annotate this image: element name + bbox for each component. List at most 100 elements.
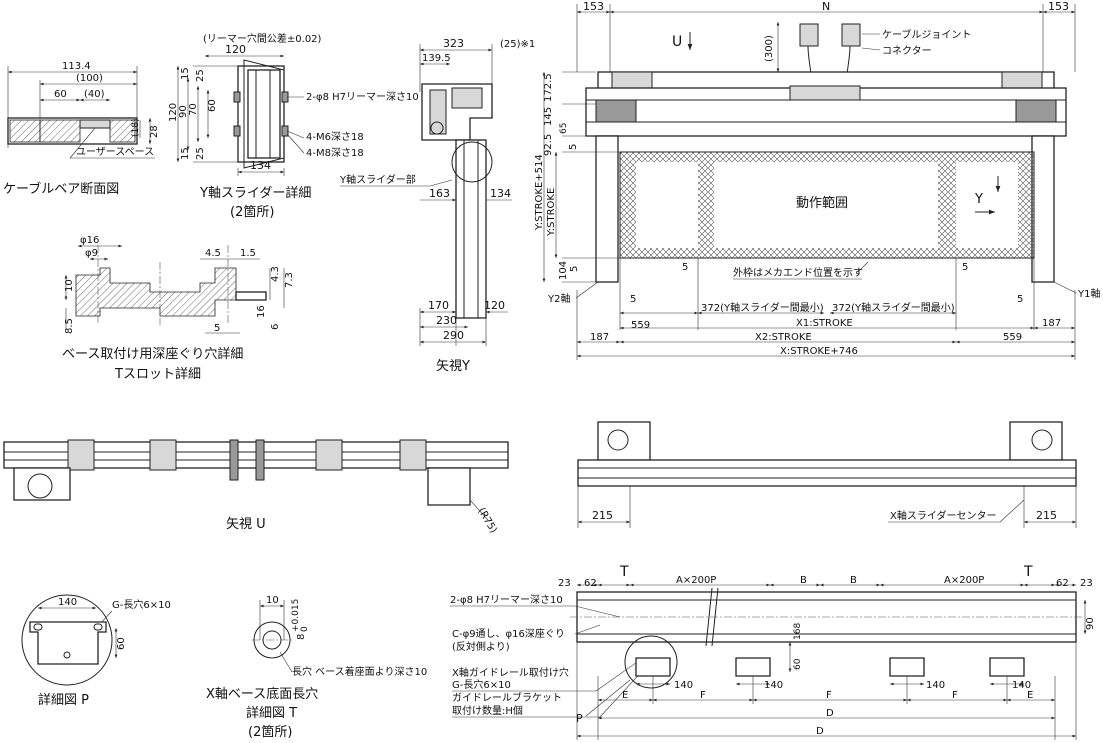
arrow-y: Y	[974, 192, 983, 207]
dim-145: 145	[543, 107, 554, 126]
detail-t-tol-zero: 0	[300, 626, 310, 632]
dim-300: (300)	[764, 35, 775, 62]
d9-label: φ9	[85, 248, 98, 259]
guide-rail-note-1: X軸ガイドレール取付け穴	[452, 666, 569, 679]
dim-120-side: 120	[168, 103, 179, 122]
detail-p-callout-circle	[624, 635, 678, 689]
view-y-title: 矢視Y	[436, 359, 470, 374]
arrow-u: U	[672, 34, 682, 50]
tslot-section	[75, 267, 237, 317]
dim-4-3: 4.3	[270, 266, 281, 282]
view-u: (R75) 矢視 U	[3, 439, 509, 535]
dim-D1: D	[826, 708, 834, 719]
detail-p-dim-140: 140	[58, 597, 77, 608]
view-u-title: 矢視 U	[226, 517, 266, 532]
detail-t-slot-note: 長穴 ベース着座面より深さ10	[292, 665, 427, 678]
dim-559-left: 559	[631, 320, 650, 331]
front-x-base	[577, 459, 1077, 487]
detail-p-dim-60: 60	[116, 637, 127, 650]
a200-left: A×200P	[676, 575, 716, 586]
dim-8-5: 8.5	[64, 318, 75, 334]
dim-187-left: 187	[590, 332, 609, 343]
y2-axis-column	[595, 135, 619, 283]
dim-140-4: 140	[1012, 680, 1031, 691]
dim-60: 60	[54, 89, 67, 100]
dim-15b: 15	[180, 147, 191, 160]
counterbore-title: ベース取付け用深座ぐり穴詳細	[62, 346, 243, 362]
detail-t-dim-8: 8	[296, 634, 307, 640]
reamer-note-bottom: 2-φ8 H7リーマー深さ10	[450, 594, 563, 606]
dim-168-bottom: 168	[793, 623, 803, 640]
dim-5c: 5	[682, 262, 688, 273]
dim-120-vy: 120	[484, 299, 505, 312]
dim-F2: F	[826, 690, 832, 701]
dim-23-left: 23	[558, 578, 571, 589]
dim-60: 60	[207, 99, 218, 112]
dim-62-left: 62	[584, 578, 597, 589]
dim-70: 70	[188, 103, 199, 116]
y-slider-part-label: Y軸スライダー部	[339, 173, 416, 186]
dim-559-right: 559	[1003, 332, 1022, 343]
bracket-note-1: ガイドレールブラケット	[452, 691, 562, 704]
dim-5a: 5	[568, 144, 579, 150]
x2-stroke: X2:STROKE	[755, 332, 812, 343]
dim-1-5: 1.5	[240, 248, 256, 259]
y2-axis-label: Y2軸	[547, 292, 570, 305]
x-slider-center-label: X軸スライダーセンター	[890, 509, 996, 522]
detail-t: 10 8 +0.015 0 長穴 ベース着座面より深さ10 X軸ベース底面長穴 …	[206, 595, 427, 740]
dim-163: 163	[429, 187, 450, 200]
detail-t-title: X軸ベース底面長穴	[206, 686, 318, 702]
dim-140-3: 140	[926, 680, 945, 691]
detail-t-count: (2箇所)	[248, 724, 292, 740]
dim-215-left: 215	[592, 509, 613, 522]
dim-D2: D	[816, 726, 824, 737]
guide-rail-note-2: G-長穴6×10	[452, 678, 511, 691]
outer-frame-note: 外枠はメカエンド位置を示す	[733, 266, 863, 279]
x1-stroke: X1:STROKE	[796, 318, 853, 329]
detail-p-g-slot: G-長穴6×10	[112, 598, 171, 611]
dim-16: 16	[256, 305, 267, 318]
dim-N: N	[822, 0, 830, 13]
dim-172-5: 172.5	[543, 73, 554, 102]
dim-40: (40)	[84, 89, 105, 100]
detail-p: 140 G-長穴6×10 60 詳細図 P	[21, 594, 171, 708]
tslot-title: Tスロット詳細	[114, 366, 201, 382]
dim-100: (100)	[76, 73, 103, 84]
front-view: 215 215 X軸スライダーセンター	[577, 421, 1077, 528]
dim-187-right: 187	[1042, 318, 1061, 329]
y-stroke: Y:STROKE	[546, 188, 557, 237]
b1: B	[800, 575, 807, 586]
dim-134-vy: 134	[490, 187, 511, 200]
dim-290: 290	[443, 329, 464, 342]
dim-5b: 5	[569, 266, 580, 272]
detail-t-subtitle: 詳細図 T	[246, 705, 297, 721]
dim-153-right: 153	[1048, 0, 1069, 13]
connector-label: コネクター	[882, 45, 932, 57]
dim-90: 90	[178, 105, 189, 118]
dim-372-left: 372(Y軸スライダー間最小)	[701, 301, 824, 314]
dim-90-bottom: 90	[1085, 617, 1096, 630]
dim-153-left: 153	[583, 0, 604, 13]
dim-120-top: 120	[225, 43, 246, 56]
dim-F3: F	[952, 690, 958, 701]
dim-134: 134	[250, 159, 271, 172]
dim-323: 323	[443, 37, 464, 50]
dim-10: 10	[64, 279, 75, 292]
view-y: 323 139.5 (25)※1 Y軸スライダー部 163 134 170 12…	[339, 37, 535, 374]
dim-F1: F	[700, 690, 706, 701]
y-stroke-514: Y:STROKE+514	[534, 154, 545, 231]
dim-5-tslot: 5	[214, 323, 220, 334]
dim-6: 6	[270, 324, 281, 330]
dim-140-2: 140	[764, 680, 783, 691]
tolerance-note: (リーマー穴間公差±0.02)	[203, 32, 322, 45]
detail-t-tol-plus: +0.015	[291, 599, 301, 632]
d16-label: φ16	[80, 235, 99, 246]
dim-113-4: 113.4	[62, 61, 91, 72]
base-bottom-view: 23 62 T A×200P B B A×200P T 62 23 90 2-φ…	[450, 564, 1096, 740]
bracket-note-2: 取付け数量:H個	[452, 704, 523, 717]
y1-axis-column	[1031, 135, 1055, 283]
dim-15a: 15	[180, 67, 191, 80]
b2: B	[850, 575, 857, 586]
dim-5d: 5	[962, 262, 968, 273]
